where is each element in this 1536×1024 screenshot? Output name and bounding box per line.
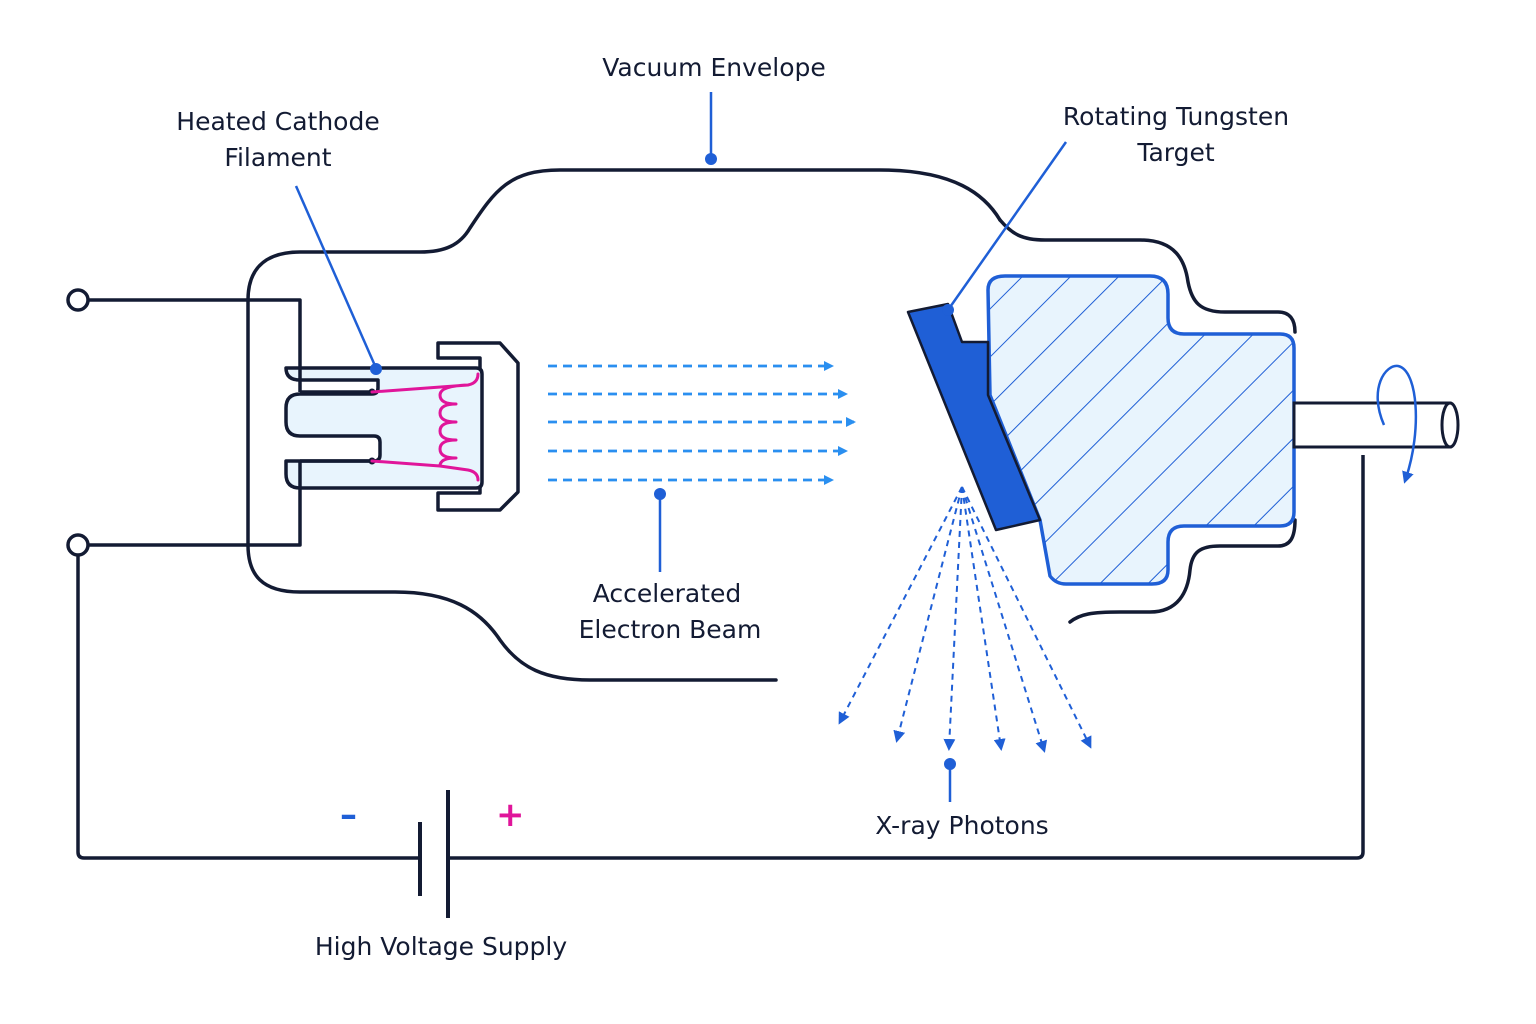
rotor-shaft	[1292, 401, 1460, 449]
cathode-cup	[436, 341, 520, 512]
label-photons: X-ray Photons	[875, 811, 1048, 840]
xray-photons	[838, 486, 1092, 753]
vacuum-envelope	[246, 168, 1297, 682]
anode-body	[986, 274, 1296, 586]
label-beam-line2: Electron Beam	[579, 615, 762, 644]
label-cathode-line2: Filament	[224, 143, 331, 172]
terminal-bottom	[66, 533, 90, 557]
label-supply: High Voltage Supply	[315, 932, 568, 961]
label-target-line1: Rotating Tungsten	[1063, 102, 1289, 131]
label-cathode-line1: Heated Cathode	[176, 107, 379, 136]
battery-symbol	[418, 790, 450, 918]
label-vacuum-envelope: Vacuum Envelope	[602, 53, 826, 82]
cathode-dot	[370, 363, 382, 375]
target-dot	[942, 304, 954, 316]
cathode-assembly	[284, 341, 520, 512]
minus-sign: –	[340, 795, 357, 835]
leader-lines	[294, 92, 1068, 802]
rotation-arrow	[1376, 364, 1418, 484]
lead-wires	[76, 298, 1365, 860]
plus-sign: +	[496, 795, 525, 835]
vacuum-dot	[705, 153, 717, 165]
terminal-top	[66, 288, 90, 312]
electron-beam	[548, 361, 856, 485]
filament-coil	[370, 372, 480, 482]
label-beam-line1: Accelerated	[593, 579, 742, 608]
label-target-line2: Target	[1136, 138, 1215, 167]
photons-dot	[944, 758, 956, 770]
beam-dot	[654, 488, 666, 500]
